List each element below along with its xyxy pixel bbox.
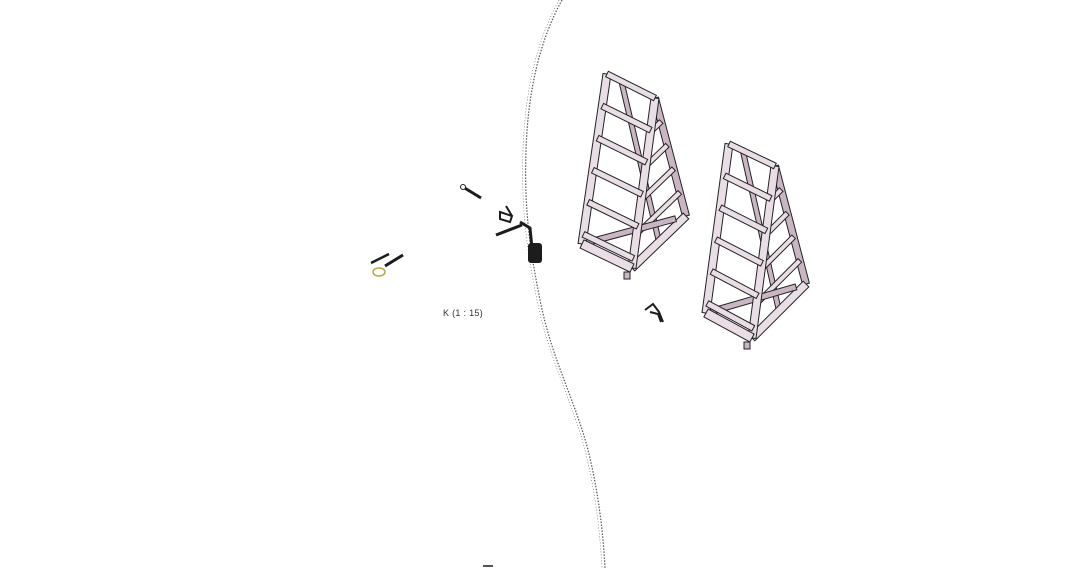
- frame-rung: [590, 166, 644, 198]
- frame-rung: [727, 140, 777, 170]
- ladder-frames: [577, 70, 810, 350]
- frame-rung: [709, 268, 760, 300]
- frame-rung: [586, 198, 640, 230]
- break-line: [525, 0, 606, 568]
- ring-part: [372, 267, 386, 277]
- frame-rung: [713, 236, 765, 267]
- frame-rung: [600, 102, 653, 134]
- frame-foot: [743, 341, 751, 350]
- frame-left-rail: [577, 72, 612, 246]
- bracket-assembly: [495, 205, 542, 263]
- frame-bottom-beam: [579, 239, 635, 273]
- clamp-part: [644, 302, 664, 323]
- frame-rung: [595, 134, 649, 166]
- frame-rung: [705, 300, 756, 332]
- frame-rung: [722, 172, 773, 202]
- frame-rung: [581, 231, 636, 262]
- frame-bottom-beam: [703, 308, 755, 343]
- bolt-part: [460, 184, 482, 200]
- break-line-inner: [522, 0, 603, 568]
- frame-rung: [718, 204, 769, 235]
- frame-left-rail: [701, 142, 734, 315]
- pin-part: [370, 252, 404, 277]
- frame-foot: [623, 271, 631, 280]
- frame-rung: [604, 70, 658, 102]
- view-label: K (1 : 15): [443, 308, 484, 318]
- hardware-parts: [370, 184, 664, 567]
